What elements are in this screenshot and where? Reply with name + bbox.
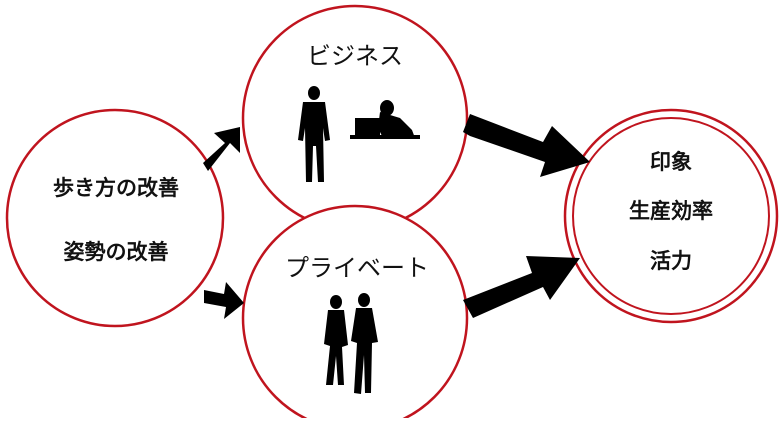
arrow-left-to-private — [204, 282, 244, 319]
result-node-line2: 生産効率 — [629, 199, 713, 223]
result-circle-inner — [572, 117, 770, 315]
left-node-line2: 姿勢の改善 — [63, 240, 169, 264]
arrow-private-to-result — [463, 256, 580, 318]
businessman-icon — [298, 86, 330, 182]
left-circle — [5, 108, 225, 328]
arrow-left-to-business — [203, 127, 240, 171]
walking-couple-icon — [324, 293, 378, 394]
private-title: プライベート — [285, 254, 429, 282]
left-node-line1: 歩き方の改善 — [53, 176, 179, 200]
woman-at-laptop-icon — [350, 100, 420, 139]
result-node-line1: 印象 — [650, 150, 692, 174]
private-circle — [241, 204, 469, 422]
result-circle-outer — [563, 108, 779, 324]
business-title: ビジネス — [307, 42, 403, 70]
result-node-line3: 活力 — [650, 249, 692, 273]
arrow-business-to-result — [463, 114, 590, 177]
